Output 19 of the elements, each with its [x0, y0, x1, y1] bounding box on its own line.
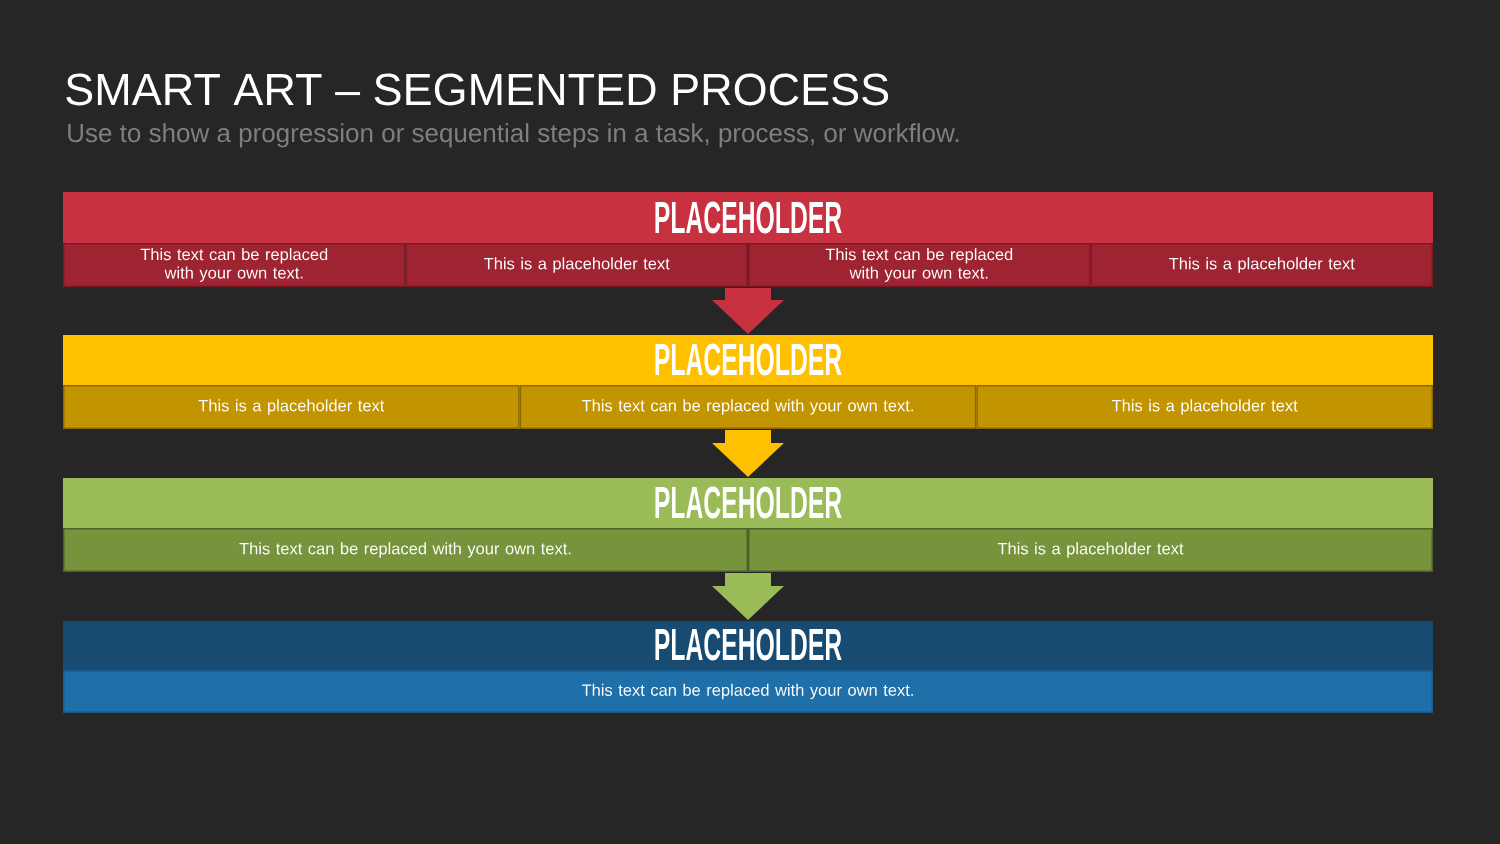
step-band: PLACEHOLDER This is a placeholder text This text can be replaced with your own text. This is a placeholder text: [63, 335, 1433, 429]
text-cell: This text can be replaced with your own text.: [519, 385, 977, 429]
block-arrow: [712, 573, 784, 620]
text-cell: This is a placeholder text: [405, 243, 748, 287]
text-cell: This text can be replaced with your own text.: [748, 243, 1091, 287]
text-cell: This is a placeholder text: [748, 528, 1433, 572]
text-cell: This is a placeholder text: [63, 385, 520, 429]
block-arrow: [712, 430, 784, 477]
step-band: PLACEHOLDER This text can be replaced with your own text. This is a placeholder text This text can be replaced with your own text. This is a placeholder text: [63, 192, 1433, 287]
step-band: PLACEHOLDER This text can be replaced with your own text. This is a placeholder text: [63, 478, 1433, 572]
block-arrow: [712, 288, 784, 334]
text-cell: This text can be replaced with your own text.: [63, 670, 1433, 713]
text-cell: This text can be replaced with your own text.: [63, 243, 406, 287]
title: SMART ART – SEGMENTED PROCESS: [66, 73, 889, 106]
subtitle: Use to show a progression or sequential steps in a task, process, or workflow.: [68, 123, 959, 148]
text-cell: This is a placeholder text: [976, 385, 1433, 429]
step-band: PLACEHOLDER This text can be replaced with your own text.: [63, 621, 1433, 713]
text-cell: This text can be replaced with your own text.: [63, 528, 748, 572]
text-cell: This is a placeholder text: [1090, 243, 1433, 287]
